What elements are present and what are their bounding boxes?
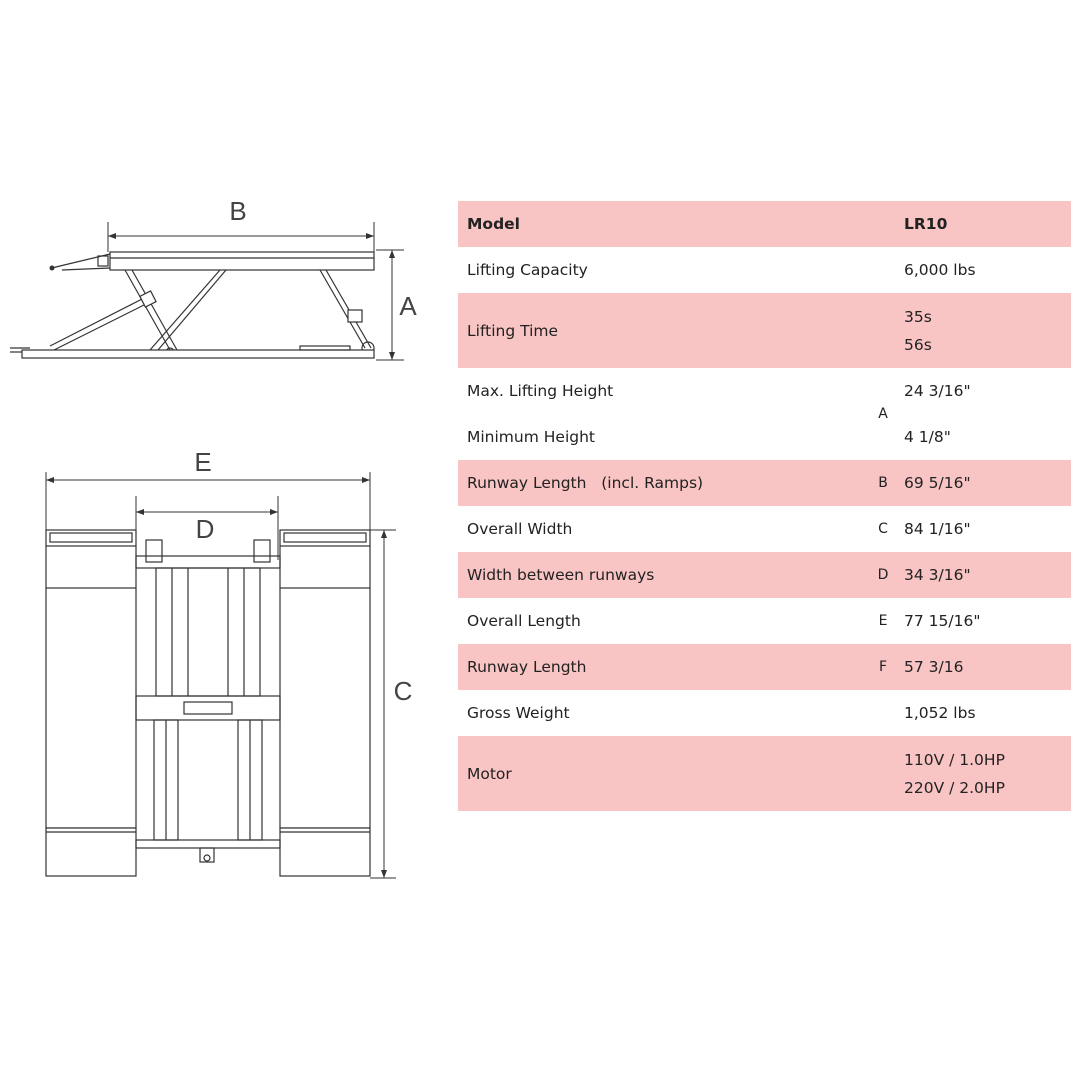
spec-value: 84 1/16" [904, 520, 971, 538]
spec-header-value: LR10 [899, 201, 1071, 247]
spec-label: Max. Lifting Height [467, 382, 614, 400]
spec-letter: A [878, 406, 888, 422]
spec-label: Minimum Height [467, 428, 595, 446]
spec-value: 34 3/16" [899, 552, 1071, 598]
spec-row-overall-width: Overall Width C 84 1/16" [458, 506, 1071, 552]
spec-value: 24 3/16" [904, 382, 971, 400]
dimension-d-label: D [196, 514, 215, 544]
spec-row-overall-length: Overall Length E 77 15/16" [458, 598, 1071, 644]
spec-value: 69 5/16" [899, 460, 1071, 506]
lift-technical-drawing: B [0, 0, 440, 1080]
lift-drawing-svg: B [10, 196, 417, 879]
dimension-b-label: B [229, 196, 246, 226]
spec-value: 1,052 lbs [904, 704, 976, 722]
spec-letter: D [867, 552, 899, 598]
spec-value-line: 56s [904, 335, 932, 354]
spec-letter: C [878, 521, 888, 537]
spec-letter: F [867, 644, 899, 690]
spec-letter [867, 293, 899, 368]
spec-header-label: Model [458, 201, 867, 247]
spec-value: 4 1/8" [904, 428, 951, 446]
spec-value: 77 15/16" [904, 612, 981, 630]
spec-label: Overall Length [467, 612, 581, 630]
spec-value-line: 110V / 1.0HP [904, 750, 1005, 769]
spec-row-width-between-runways: Width between runways D 34 3/16" [458, 552, 1071, 598]
spec-label: Gross Weight [467, 704, 570, 722]
spec-label: Motor [458, 736, 867, 811]
spec-letter [867, 690, 899, 736]
spec-row-minimum-height: Minimum Height 4 1/8" [458, 414, 1071, 460]
dimension-a-label: A [399, 291, 417, 321]
spec-label: Lifting Time [458, 293, 867, 368]
spec-row-lifting-capacity: Lifting Capacity 6,000 lbs [458, 247, 1071, 293]
spec-letter: E [878, 613, 888, 629]
dimension-c-label: C [394, 676, 413, 706]
spec-label: Lifting Capacity [467, 261, 588, 279]
spec-row-lifting-time: Lifting Time 35s 56s [458, 293, 1071, 368]
side-view: B [10, 196, 417, 361]
spec-row-runway-length-incl-ramps: Runway Length (incl. Ramps) B 69 5/16" [458, 460, 1071, 506]
spec-row-gross-weight: Gross Weight 1,052 lbs [458, 690, 1071, 736]
spec-letter [867, 736, 899, 811]
spec-row-motor: Motor 110V / 1.0HP 220V / 2.0HP [458, 736, 1071, 811]
spec-row-runway-length: Runway Length F 57 3/16 [458, 644, 1071, 690]
spec-letter [867, 201, 899, 247]
spec-table: Model LR10 Lifting Capacity 6,000 lbs Li… [458, 201, 1071, 811]
spec-header-row: Model LR10 [458, 201, 1071, 247]
spec-letter: B [867, 460, 899, 506]
spec-value: 6,000 lbs [904, 261, 976, 279]
spec-label: Runway Length (incl. Ramps) [458, 460, 867, 506]
spec-value: 110V / 1.0HP 220V / 2.0HP [899, 736, 1071, 811]
spec-row-max-lifting-height: Max. Lifting Height A 24 3/16" [458, 368, 1071, 422]
spec-label: Overall Width [467, 520, 573, 538]
spec-value: 35s 56s [899, 293, 1071, 368]
spec-letter [867, 247, 899, 293]
top-view: E D [45, 447, 413, 879]
spec-value-line: 35s [904, 307, 932, 326]
spec-value-line: 220V / 2.0HP [904, 778, 1005, 797]
spec-label: Width between runways [458, 552, 867, 598]
spec-value: 57 3/16 [899, 644, 1071, 690]
spec-label: Runway Length [458, 644, 867, 690]
dimension-e-label: E [194, 447, 211, 477]
